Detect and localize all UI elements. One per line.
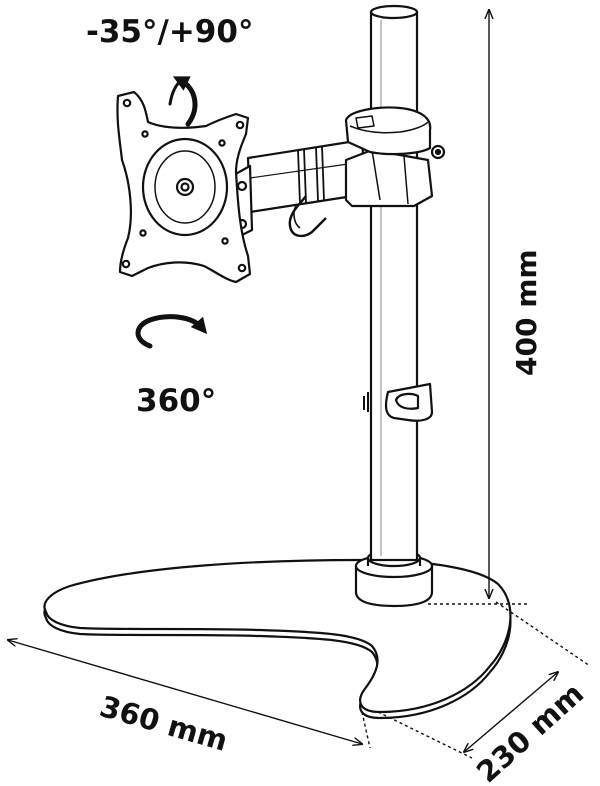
vertical-pole — [369, 4, 419, 562]
tilt-range-label: -35°/+90° — [86, 14, 253, 50]
height-label: 400 mm — [510, 249, 543, 376]
tilt-arrow-icon — [168, 76, 198, 127]
dimension-lines — [8, 10, 591, 759]
cable-clip — [363, 382, 434, 422]
arm — [230, 106, 446, 240]
vesa-plate — [116, 90, 252, 284]
rotation-label: 360° — [136, 383, 216, 419]
rotation-arrow-icon — [135, 314, 208, 349]
